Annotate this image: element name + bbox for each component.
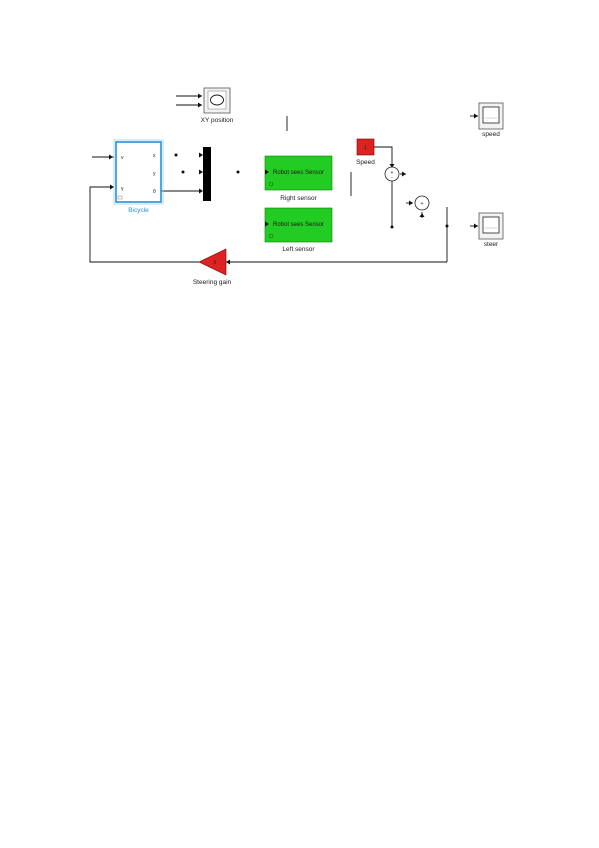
sum2-block[interactable]: + [414, 195, 430, 211]
right-sensor-in-arrow [265, 169, 269, 175]
bicycle-in-port-v: v [121, 155, 124, 161]
speed-value: 1 [364, 145, 367, 151]
left-sensor-in-arrow [265, 221, 269, 227]
right-sensor-block[interactable]: Robot sees Sensor Right sensor [264, 155, 333, 202]
steer-scope-block[interactable]: steer [478, 212, 504, 248]
right-sensor-label: Right sensor [280, 195, 317, 202]
xy-graph-block[interactable]: XY position [201, 87, 234, 124]
steering-gain-label: Steering gain [193, 279, 232, 286]
junction-dots [174, 153, 449, 229]
mux-in-arrow [199, 188, 203, 194]
sum1-signs: +- [391, 170, 394, 181]
xy-graph-label: XY position [201, 117, 234, 124]
speed-constant-block[interactable]: 1 Speed [356, 138, 375, 166]
steering-gain-value: 6 [214, 260, 217, 266]
block-link-icon [268, 181, 274, 187]
bicycle-in-port-gamma: γ [121, 186, 124, 192]
wire-arrowheads [109, 93, 478, 265]
speed-label: Speed [356, 159, 375, 166]
bicycle-out-port-y: y [153, 171, 156, 177]
mux-block[interactable] [199, 147, 211, 201]
steer-scope-label: steer [484, 241, 499, 248]
right-sensor-text: Robot sees Sensor [273, 170, 324, 176]
subsystem-icon [117, 195, 123, 200]
sum1-block[interactable]: +- [384, 166, 400, 182]
mux-in-arrow [199, 169, 203, 175]
xy-graph-icon [210, 94, 224, 106]
block-link-icon [268, 233, 274, 239]
speed-scope-label: speed [482, 131, 500, 138]
bicycle-label: Bicycle [128, 207, 149, 214]
bicycle-block[interactable]: v γ x y θ Bicycle [113, 139, 164, 214]
left-sensor-label: Left sensor [282, 246, 315, 253]
steering-gain-block[interactable]: 6 Steering gain [193, 248, 232, 286]
left-sensor-block[interactable]: Robot sees Sensor Left sensor [264, 207, 333, 253]
speed-scope-block[interactable]: speed [478, 102, 504, 138]
bicycle-out-port-theta: θ [153, 189, 156, 195]
mux-in-arrow [199, 152, 203, 158]
bicycle-out-port-x: x [153, 153, 156, 159]
left-sensor-text: Robot sees Sensor [273, 222, 324, 228]
sum2-signs: + [421, 201, 424, 207]
